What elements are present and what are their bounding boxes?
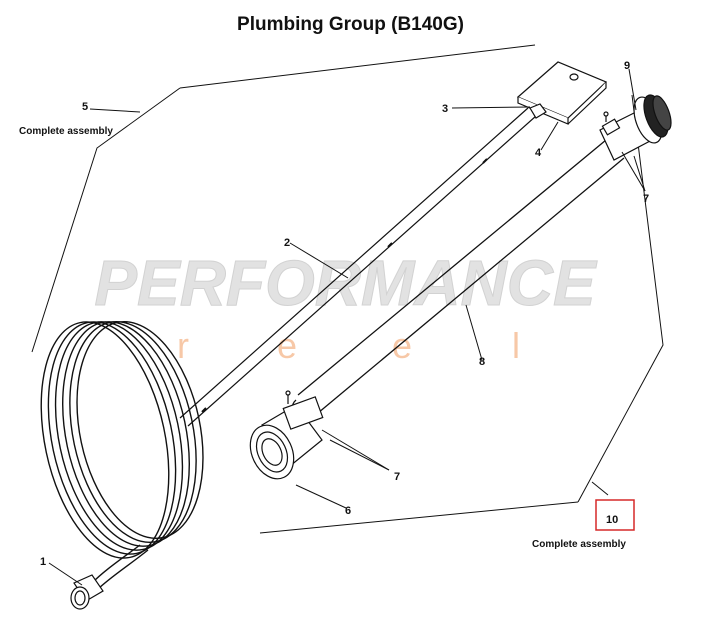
leader-8 — [465, 304, 483, 361]
callout-2: 2 — [284, 237, 290, 249]
leader-10 — [591, 481, 609, 496]
boundary-top — [179, 44, 536, 89]
leader-7-top-b — [633, 155, 646, 192]
leader-5 — [89, 108, 141, 113]
fitting-1 — [70, 574, 104, 610]
boundary-left — [31, 87, 181, 353]
leader-7-bottom-b — [329, 439, 390, 471]
leader-4 — [540, 121, 559, 151]
callout-4: 4 — [535, 147, 542, 159]
leader-6 — [295, 484, 347, 509]
leader-3 — [451, 106, 531, 109]
callout-5: 5 — [82, 101, 88, 113]
callout-labels: 1 2 3 4 5 6 7 7 8 9 10 — [40, 60, 649, 568]
leader-9 — [628, 68, 637, 111]
upper-coupling — [599, 94, 672, 161]
hose-2 — [179, 107, 537, 427]
boundary-right — [577, 94, 664, 503]
callout-7-top: 7 — [643, 193, 649, 205]
assembly-note-left: Complete assembly — [19, 126, 113, 137]
callout-9: 9 — [624, 60, 630, 72]
leader-1 — [48, 562, 83, 586]
leader-7-bottom-a — [321, 429, 390, 471]
leader-2 — [289, 242, 349, 279]
watermark-letter: e — [277, 325, 297, 366]
assembly-boundary — [31, 44, 664, 534]
lower-coupling — [249, 390, 324, 480]
watermark-letter: e — [392, 325, 412, 366]
watermark-letter: l — [512, 325, 520, 366]
manifold-block — [516, 61, 608, 125]
callout-3: 3 — [442, 103, 448, 115]
coiled-hose — [40, 320, 204, 590]
watermark-word: PERFORMANCE — [94, 247, 598, 319]
callout-6: 6 — [345, 505, 351, 517]
highlight-box — [595, 499, 635, 531]
callout-8: 8 — [479, 356, 485, 368]
callout-1: 1 — [40, 556, 46, 568]
assembly-note-right: Complete assembly — [532, 539, 626, 550]
page-title: Plumbing Group (B140G) — [237, 14, 464, 35]
watermark-letter: r — [177, 325, 189, 366]
watermark: PERFORMANCE r e e l — [94, 247, 599, 367]
leader-lines — [48, 68, 646, 586]
callout-10: 10 — [606, 514, 618, 526]
callout-7-bottom: 7 — [394, 471, 400, 483]
boundary-bottom — [259, 501, 579, 534]
assembly-notes: Complete assembly Complete assembly — [19, 126, 626, 550]
leader-7-top-a — [621, 151, 646, 192]
